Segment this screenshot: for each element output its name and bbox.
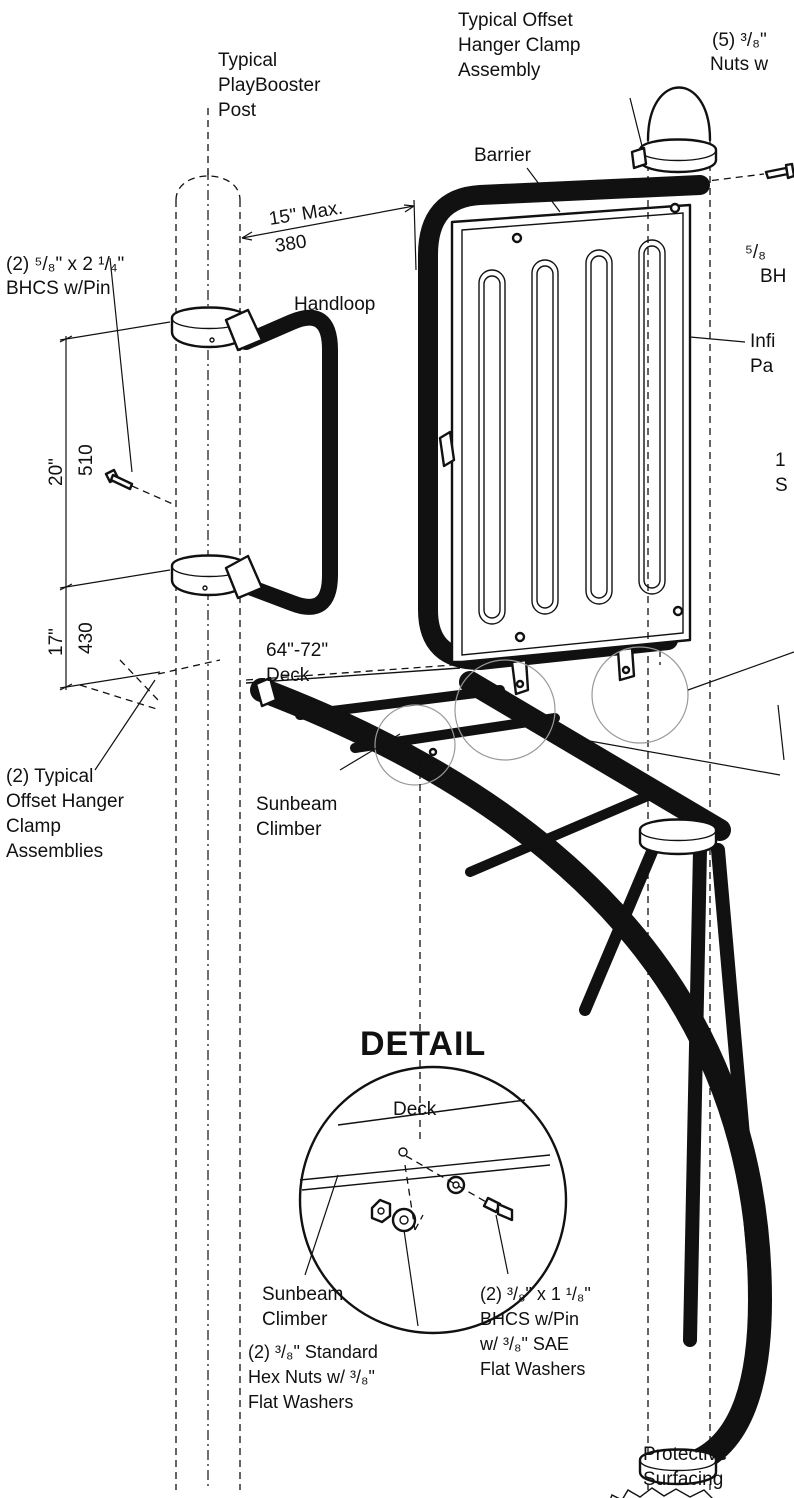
label-post-line2: PlayBooster: [218, 75, 321, 96]
leader-lines: [94, 97, 794, 1327]
label-detail-deck: Deck: [393, 1099, 437, 1120]
protective-surfacing: [610, 1487, 713, 1498]
label-offset-hanger-line3: Assembly: [458, 60, 541, 81]
label-offset-hanger-line2: Hanger Clamp: [458, 35, 581, 56]
label-dim-17: 17": [46, 628, 67, 656]
label-infill-line2: Pa: [750, 356, 774, 377]
deck: [245, 649, 661, 684]
label-post-line3: Post: [218, 100, 257, 121]
label-offset-hanger-line1: Typical Offset: [458, 10, 573, 31]
label-dim-430: 430: [76, 622, 97, 654]
infill-panel-slots: [478, 239, 666, 625]
label-surfacing-line2: Surfacing: [643, 1469, 723, 1490]
label-sunbeam-line2: Climber: [256, 819, 322, 840]
label-detail-bhcs-line1: (2) ³/₈" x 1 ¹/₈": [480, 1284, 591, 1304]
label-clamps-line4: Assemblies: [6, 841, 103, 862]
label-right1s-line1: 1: [775, 450, 786, 471]
label-clamps-line1: (2) Typical: [6, 766, 93, 787]
label-detail-nuts-line3: Flat Washers: [248, 1392, 353, 1412]
label-detail-bhcs-line2: BHCS w/Pin: [480, 1309, 579, 1329]
offset-hanger-clamp-upper: [170, 306, 264, 352]
label-dim-380: 380: [273, 231, 308, 257]
label-nuts-line1: (5) ³/₈": [712, 30, 767, 51]
label-right1s-line2: S: [775, 475, 788, 496]
offset-hanger-clamp-lower: [170, 554, 264, 600]
label-detail-bhcs-line4: Flat Washers: [480, 1359, 585, 1379]
label-detail-bhcs-line3: w/ ³/₈" SAE: [479, 1334, 569, 1354]
height-dimensions: [59, 321, 171, 711]
detail-callout-circles: [374, 646, 689, 786]
label-deck-range-line1: 64"-72": [266, 640, 328, 661]
label-sunbeam-line1: Sunbeam: [256, 794, 337, 815]
label-dim-20: 20": [46, 458, 67, 486]
bhcs-bolt-left: [104, 468, 176, 506]
label-post-line1: Typical: [218, 50, 277, 71]
label-surfacing-line1: Protective: [643, 1444, 727, 1465]
detail-title: DETAIL: [360, 1025, 486, 1063]
label-right58-line1: ⁵/₈: [745, 242, 766, 263]
label-dim-15: 15" Max.: [267, 198, 344, 230]
label-detail-sunbeam-line2: Climber: [262, 1309, 328, 1330]
detail-view: [298, 1065, 568, 1335]
barrier: [418, 175, 710, 670]
label-infill-line1: Infi: [750, 331, 775, 352]
max-offset-dimension: [241, 199, 417, 271]
label-handloop: Handloop: [294, 294, 375, 315]
label-nuts-line2: Nuts w: [710, 54, 768, 75]
sunbeam-climber: [250, 646, 772, 1486]
label-detail-nuts-line2: Hex Nuts w/ ³/₈": [248, 1367, 375, 1387]
handloop: [236, 309, 338, 615]
label-bhcs58-line2: BHCS w/Pin: [6, 278, 111, 299]
label-detail-nuts-line1: (2) ³/₈" Standard: [248, 1342, 378, 1362]
label-clamps-line2: Offset Hanger: [6, 791, 125, 812]
label-dim-510: 510: [76, 444, 97, 476]
playbooster-post-left: [175, 170, 241, 1490]
label-detail-sunbeam-line1: Sunbeam: [262, 1284, 343, 1305]
label-right58-line2: BH: [760, 266, 786, 287]
label-barrier: Barrier: [474, 145, 532, 166]
label-bhcs58-line1: (2) ⁵/₈" x 2 ¹/₄": [6, 254, 124, 275]
label-clamps-line3: Clamp: [6, 816, 61, 837]
label-deck-range-line2: Deck: [266, 665, 310, 686]
bhcs-bolt-right: [699, 162, 794, 183]
